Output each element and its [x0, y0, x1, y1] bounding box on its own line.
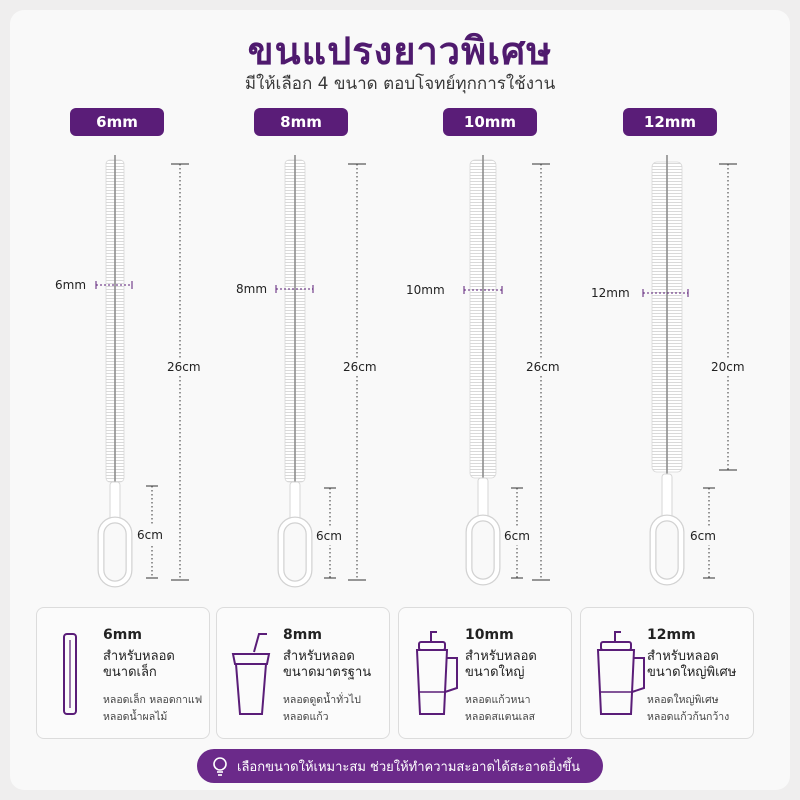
card-line2: ขนาดใหญ่	[465, 665, 525, 680]
card-use1: หลอดเล็ก หลอดกาแฟ	[103, 694, 203, 706]
card-use2: หลอดแก้วก้นกว้าง	[647, 711, 730, 723]
tip-banner: เลือกขนาดให้เหมาะสม ช่วยให้ทำความสะอาดได…	[197, 749, 603, 783]
card-heading: 6mm	[103, 627, 142, 643]
tumbler-icon	[415, 631, 458, 715]
card-line1: สำหรับหลอด	[283, 649, 355, 664]
handle-dimension-lines	[146, 485, 715, 579]
card-use2: หลอดแก้ว	[283, 711, 329, 723]
brush-10mm	[465, 155, 501, 586]
length-label-6mm: 26cm	[167, 358, 201, 376]
width-indicators	[95, 281, 689, 297]
card-use1: หลอดใหญ่พิเศษ	[647, 694, 719, 706]
card-line1: สำหรับหลอด	[465, 649, 537, 664]
length-label-12mm: 20cm	[711, 358, 745, 376]
handle-label-10mm: 6cm	[504, 527, 530, 545]
card-use1: หลอดดูดน้ำทั่วไป	[283, 694, 361, 706]
handle-label-12mm: 6cm	[690, 527, 716, 545]
card-heading: 8mm	[283, 627, 322, 643]
card-heading: 10mm	[465, 627, 514, 643]
brush-12mm	[649, 155, 685, 586]
page-title: ขนแปรงยาวพิเศษ	[247, 29, 553, 73]
info-card-8mm: 8mm สำหรับหลอด ขนาดมาตรฐาน หลอดดูดน้ำทั่…	[216, 607, 390, 739]
info-card-12mm: 12mm สำหรับหลอด ขนาดใหญ่พิเศษ หลอดใหญ่พิ…	[580, 607, 754, 739]
handle-label-8mm: 6cm	[316, 527, 342, 545]
length-label-8mm: 26cm	[343, 358, 377, 376]
card-heading: 12mm	[647, 627, 696, 643]
size-pill-8mm: 8mm	[254, 108, 348, 136]
card-line2: ขนาดมาตรฐาน	[283, 665, 372, 680]
tip-banner-text: เลือกขนาดให้เหมาะสม ช่วยให้ทำความสะอาดได…	[237, 759, 581, 775]
card-use2: หลอดน้ำผลไม้	[103, 711, 168, 723]
info-card-6mm: 6mm สำหรับหลอด ขนาดเล็ก หลอดเล็ก หลอดกาแ…	[36, 607, 210, 739]
brush-6mm	[97, 155, 133, 588]
size-pill-10mm: 10mm	[443, 108, 537, 136]
length-label-10mm: 26cm	[526, 358, 560, 376]
brush-8mm	[277, 155, 313, 588]
card-line1: สำหรับหลอด	[103, 649, 175, 664]
card-line1: สำหรับหลอด	[647, 649, 719, 664]
width-label-6mm: 6mm	[55, 278, 87, 292]
handle-label-6mm: 6cm	[137, 526, 163, 544]
width-label-10mm: 10mm	[406, 283, 445, 297]
width-label-8mm: 8mm	[236, 282, 268, 296]
width-label-12mm: 12mm	[591, 286, 630, 300]
info-card-10mm: 10mm สำหรับหลอด ขนาดใหญ่ หลอดแก้วหนา หลอ…	[398, 607, 572, 739]
card-line2: ขนาดใหญ่พิเศษ	[647, 665, 737, 680]
straw-tube-icon	[63, 633, 77, 715]
large-tumbler-icon	[596, 631, 645, 715]
brush-illustrations	[95, 155, 737, 588]
lightbulb-icon	[213, 757, 227, 776]
card-use2: หลอดสแตนเลส	[465, 711, 536, 723]
size-pill-12mm: 12mm	[623, 108, 717, 136]
card-line2: ขนาดเล็ก	[103, 665, 157, 680]
size-pill-6mm: 6mm	[70, 108, 164, 136]
cup-with-straw-icon	[231, 633, 271, 715]
page-subtitle: มีให้เลือก 4 ขนาด ตอบโจทย์ทุกการใช้งาน	[244, 74, 556, 94]
card-use1: หลอดแก้วหนา	[465, 694, 531, 706]
